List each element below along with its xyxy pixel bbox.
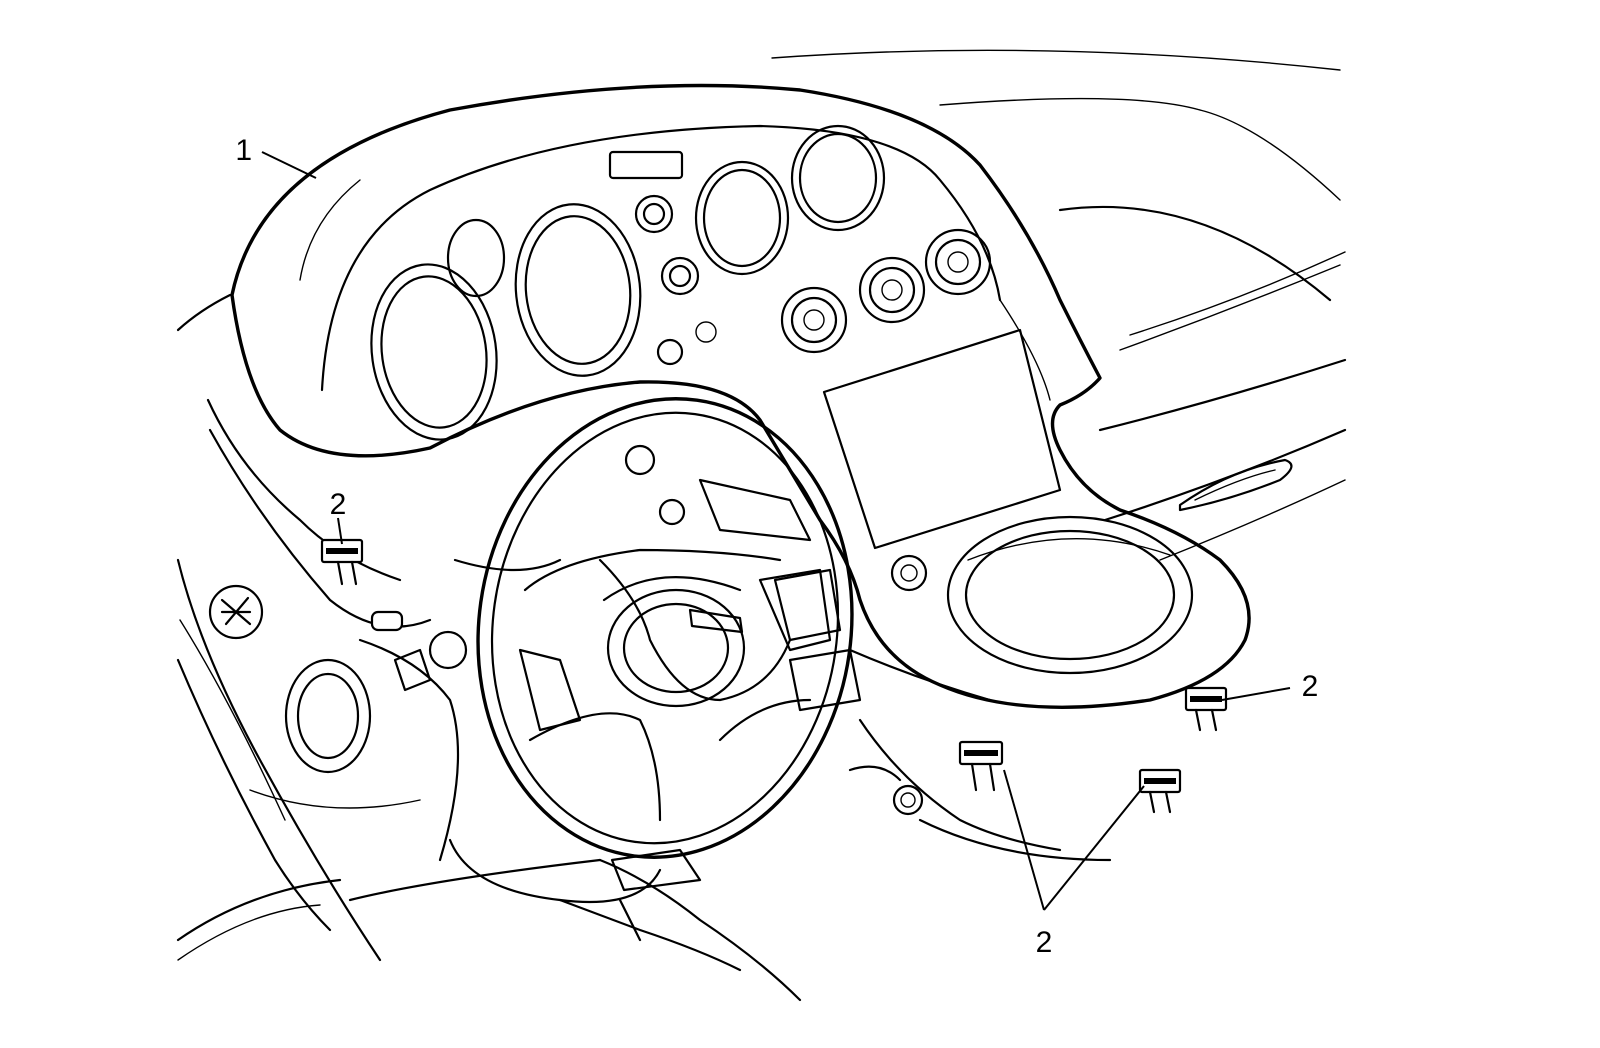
door-panel (176, 293, 382, 962)
callout-panel: 1 (235, 134, 252, 167)
center-stack (624, 444, 1112, 862)
climate-controls (780, 228, 1062, 592)
cupholder (946, 515, 1194, 675)
steering-column-shroud (448, 838, 742, 972)
gauge-cluster (370, 124, 886, 441)
steering-wheel (476, 397, 854, 859)
instrument-panel-shroud (230, 83, 1251, 709)
windshield-edge (771, 49, 1346, 351)
retainer-clip-right (1184, 686, 1228, 732)
callout-clip-left: 2 (330, 488, 347, 521)
leader-lines (261, 151, 1291, 911)
callout-clip-right: 2 (1302, 670, 1319, 703)
callout-clip-bottom: 2 (1036, 926, 1053, 959)
retainer-clip-left (320, 538, 364, 586)
retainer-clip-bottom-a (958, 740, 1004, 792)
passenger-dash (1098, 358, 1347, 561)
lower-dash-left (206, 398, 802, 1002)
airbag-module (602, 576, 746, 708)
retainer-clip-bottom-b (1138, 768, 1182, 814)
